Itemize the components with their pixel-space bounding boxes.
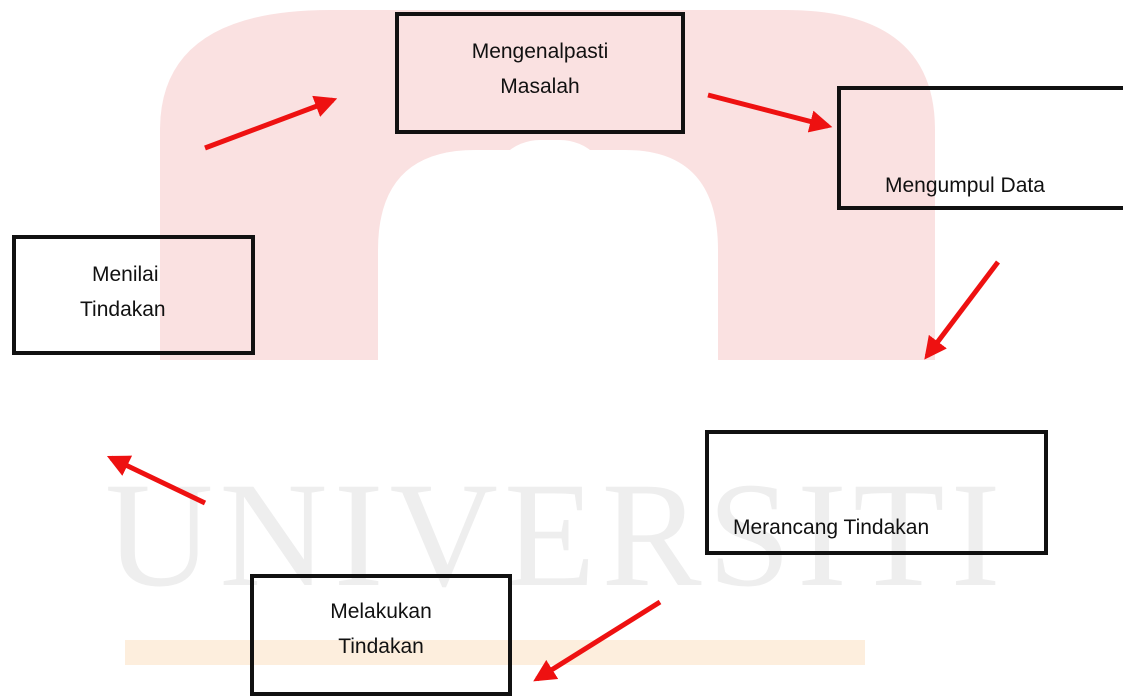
step-evaluate-action: Menilai Tindakan [12,235,255,355]
watermark-text: UNIVERSITI [105,452,1007,618]
arrow-plan-to-do [533,599,662,682]
step-do-label-1: Melakukan [330,600,432,623]
arrow-collect-to-plan [924,260,1000,360]
step-plan-action: Merancang Tindakan [705,430,1048,555]
step-plan-label-1: Merancang Tindakan [733,516,930,539]
watermark-slot [490,140,610,275]
step-collect-label-1: Mengumpul Data [885,174,1045,197]
step-collect-data: Mengumpul Data [837,86,1123,210]
step-identify-label-1: Mengenalpasti [471,40,609,63]
step-identify-problem: Mengenalpasti Masalah [395,12,685,134]
watermark-bar [125,640,865,665]
arrow-evaluate-to-identify [204,95,338,151]
step-evaluate-label-2: Tindakan [80,298,166,321]
step-do-action: Melakukan Tindakan [250,574,512,696]
watermark-logo [160,10,935,360]
step-do-label-2: Tindakan [338,635,424,658]
arrow-identify-to-collect [707,92,833,133]
step-identify-label-2: Masalah [500,75,580,98]
step-evaluate-label-1: Menilai [92,263,159,286]
arrow-do-to-evaluate [106,455,207,506]
